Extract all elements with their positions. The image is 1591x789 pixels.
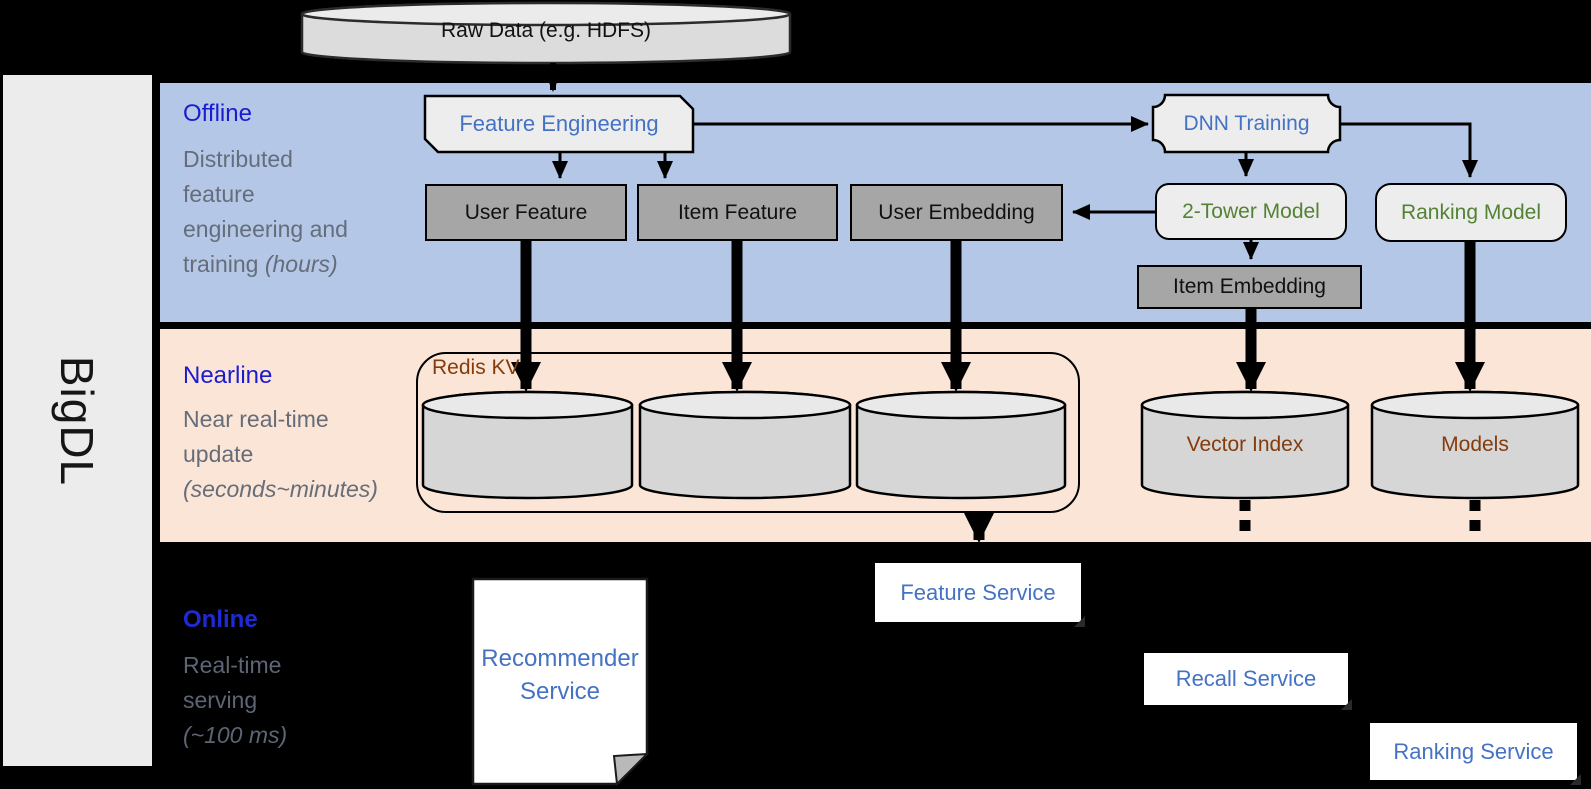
raw-data-label: Raw Data (e.g. HDFS)	[440, 19, 652, 42]
nearline-description: Near real-time update (seconds~minutes)	[183, 406, 378, 502]
user-embedding-box: User Embedding	[850, 184, 1063, 241]
ranking-model-box: Ranking Model	[1375, 183, 1567, 242]
online-description: Real-time serving (~100 ms)	[183, 652, 288, 748]
bigdl-sidebar: BigDL	[3, 75, 152, 766]
offline-description: Distributed feature engineering and trai…	[183, 146, 348, 277]
page-fold-icon	[1074, 616, 1085, 627]
vector-index-label: Vector Index	[1186, 433, 1304, 456]
redis-kv-label: Redis KV	[432, 356, 520, 379]
ranking-service-box: Ranking Service	[1370, 723, 1581, 785]
user-feature-box: User Feature	[425, 184, 627, 241]
page-fold-icon	[1570, 774, 1581, 785]
item-feature-box: Item Feature	[637, 184, 838, 241]
feature-service-box: Feature Service	[875, 563, 1085, 627]
two-tower-model-box: 2-Tower Model	[1155, 183, 1347, 240]
page-fold-icon	[1341, 699, 1352, 710]
dnn-training-label: DNN Training	[1183, 111, 1310, 135]
redis-kv-container	[416, 352, 1080, 513]
bigdl-label: BigDL	[51, 355, 104, 486]
offline-title: Offline	[183, 100, 252, 127]
recall-service-box: Recall Service	[1144, 653, 1352, 710]
models-label: Models	[1441, 433, 1509, 456]
online-title: Online	[183, 606, 258, 633]
feature-engineering-label: Feature Engineering	[459, 111, 659, 136]
nearline-title: Nearline	[183, 362, 273, 389]
item-embedding-box: Item Embedding	[1137, 265, 1362, 309]
recommender-service-label: Recommender Service	[481, 645, 639, 705]
